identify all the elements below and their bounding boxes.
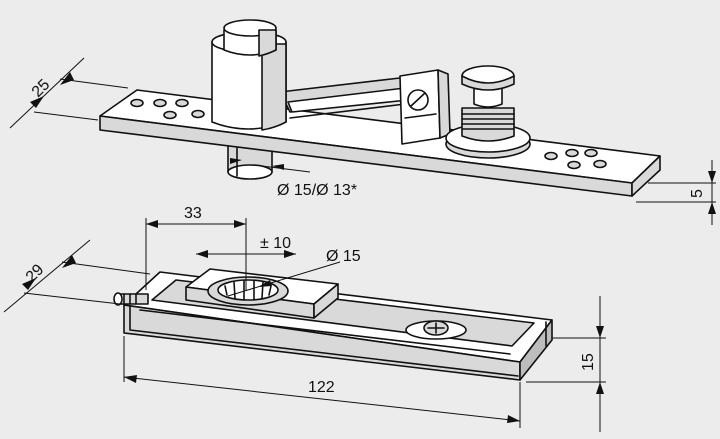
dimension-shaft-diameter: Ø 15/Ø 13* bbox=[230, 158, 357, 199]
dimension-plate-thickness: 5 bbox=[636, 160, 716, 225]
dimension-socket-diameter: Ø 15 bbox=[227, 248, 361, 297]
height-label: 15 bbox=[580, 353, 597, 371]
dimension-length: 122 bbox=[123, 336, 521, 428]
adjustment-clamp bbox=[399, 69, 451, 145]
dimension-adjustment: ± 10 bbox=[196, 235, 296, 258]
length-label: 122 bbox=[308, 379, 335, 396]
bottom-socket-assembly bbox=[113, 268, 553, 381]
socket-diameter-label: Ø 15 bbox=[326, 248, 361, 265]
adjustment-screw bbox=[445, 65, 531, 159]
top-pivot-assembly bbox=[99, 19, 661, 197]
plate-thickness-label: 5 bbox=[689, 189, 706, 198]
offset-label: 33 bbox=[184, 205, 202, 222]
top-mounting-plate bbox=[99, 89, 661, 197]
adjustment-label: ± 10 bbox=[260, 235, 291, 252]
socket-adjustment-screw bbox=[113, 292, 467, 340]
top-width-label: 25 bbox=[29, 76, 54, 101]
shaft-diameter-label: Ø 15/Ø 13* bbox=[277, 182, 357, 199]
pivot-cylinder bbox=[211, 19, 287, 131]
dimension-height: 15 bbox=[526, 296, 606, 432]
connecting-arm bbox=[279, 77, 411, 119]
